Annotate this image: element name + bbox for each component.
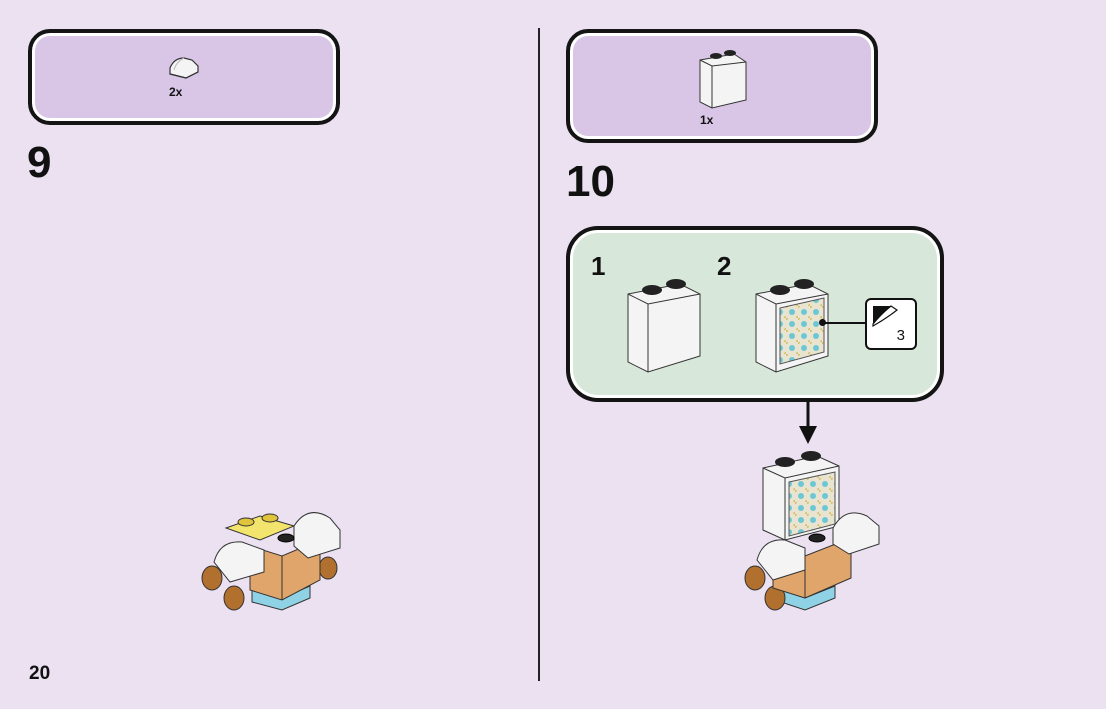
sticker-number-tag: 3 — [865, 298, 917, 350]
step10-number: 10 — [566, 157, 615, 206]
sticker-corner-icon — [872, 305, 899, 328]
down-arrow-icon — [799, 400, 817, 444]
substep1-white-brick-icon — [627, 279, 701, 373]
page-number: 20 — [29, 663, 51, 684]
step10-model-illustration — [744, 451, 880, 611]
substep2-printed-brick-icon — [755, 279, 829, 373]
curved-slope-brick-icon — [169, 57, 199, 79]
step10-part-quantity: 1x — [700, 113, 714, 127]
sticker-callout-dot — [819, 319, 826, 326]
sticker-callout-line — [822, 322, 866, 324]
page-divider — [538, 28, 540, 681]
white-brick-icon — [699, 50, 747, 109]
step9-model-illustration — [201, 512, 341, 611]
step9-part-quantity: 2x — [169, 85, 183, 99]
substep1-number: 1 — [591, 251, 606, 281]
step9-number: 9 — [27, 138, 52, 187]
step9-parts-box — [28, 29, 340, 125]
substep2-number: 2 — [717, 251, 732, 281]
sticker-number: 3 — [896, 327, 905, 344]
